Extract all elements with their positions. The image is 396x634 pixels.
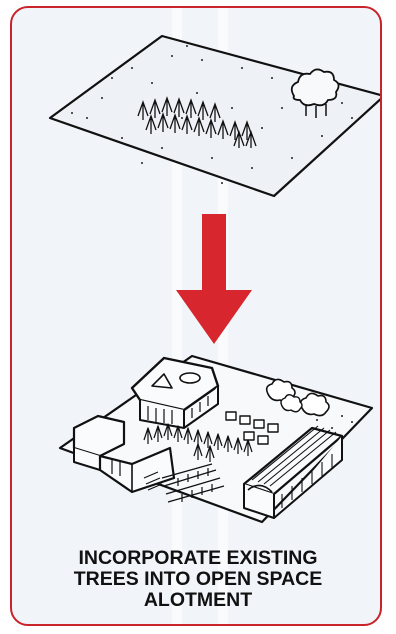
caption-line-3: ALOTMENT <box>26 590 370 611</box>
caption: INCORPORATE EXISTING TREES INTO OPEN SPA… <box>26 548 370 611</box>
developed-site-illustration <box>60 356 372 522</box>
undeveloped-parcel-illustration <box>50 36 382 196</box>
illustration-card: INCORPORATE EXISTING TREES INTO OPEN SPA… <box>10 6 382 626</box>
caption-line-1: INCORPORATE EXISTING <box>26 548 370 569</box>
caption-line-2: TREES INTO OPEN SPACE <box>26 569 370 590</box>
illustration-canvas <box>12 8 382 626</box>
down-arrow-icon <box>176 214 252 344</box>
